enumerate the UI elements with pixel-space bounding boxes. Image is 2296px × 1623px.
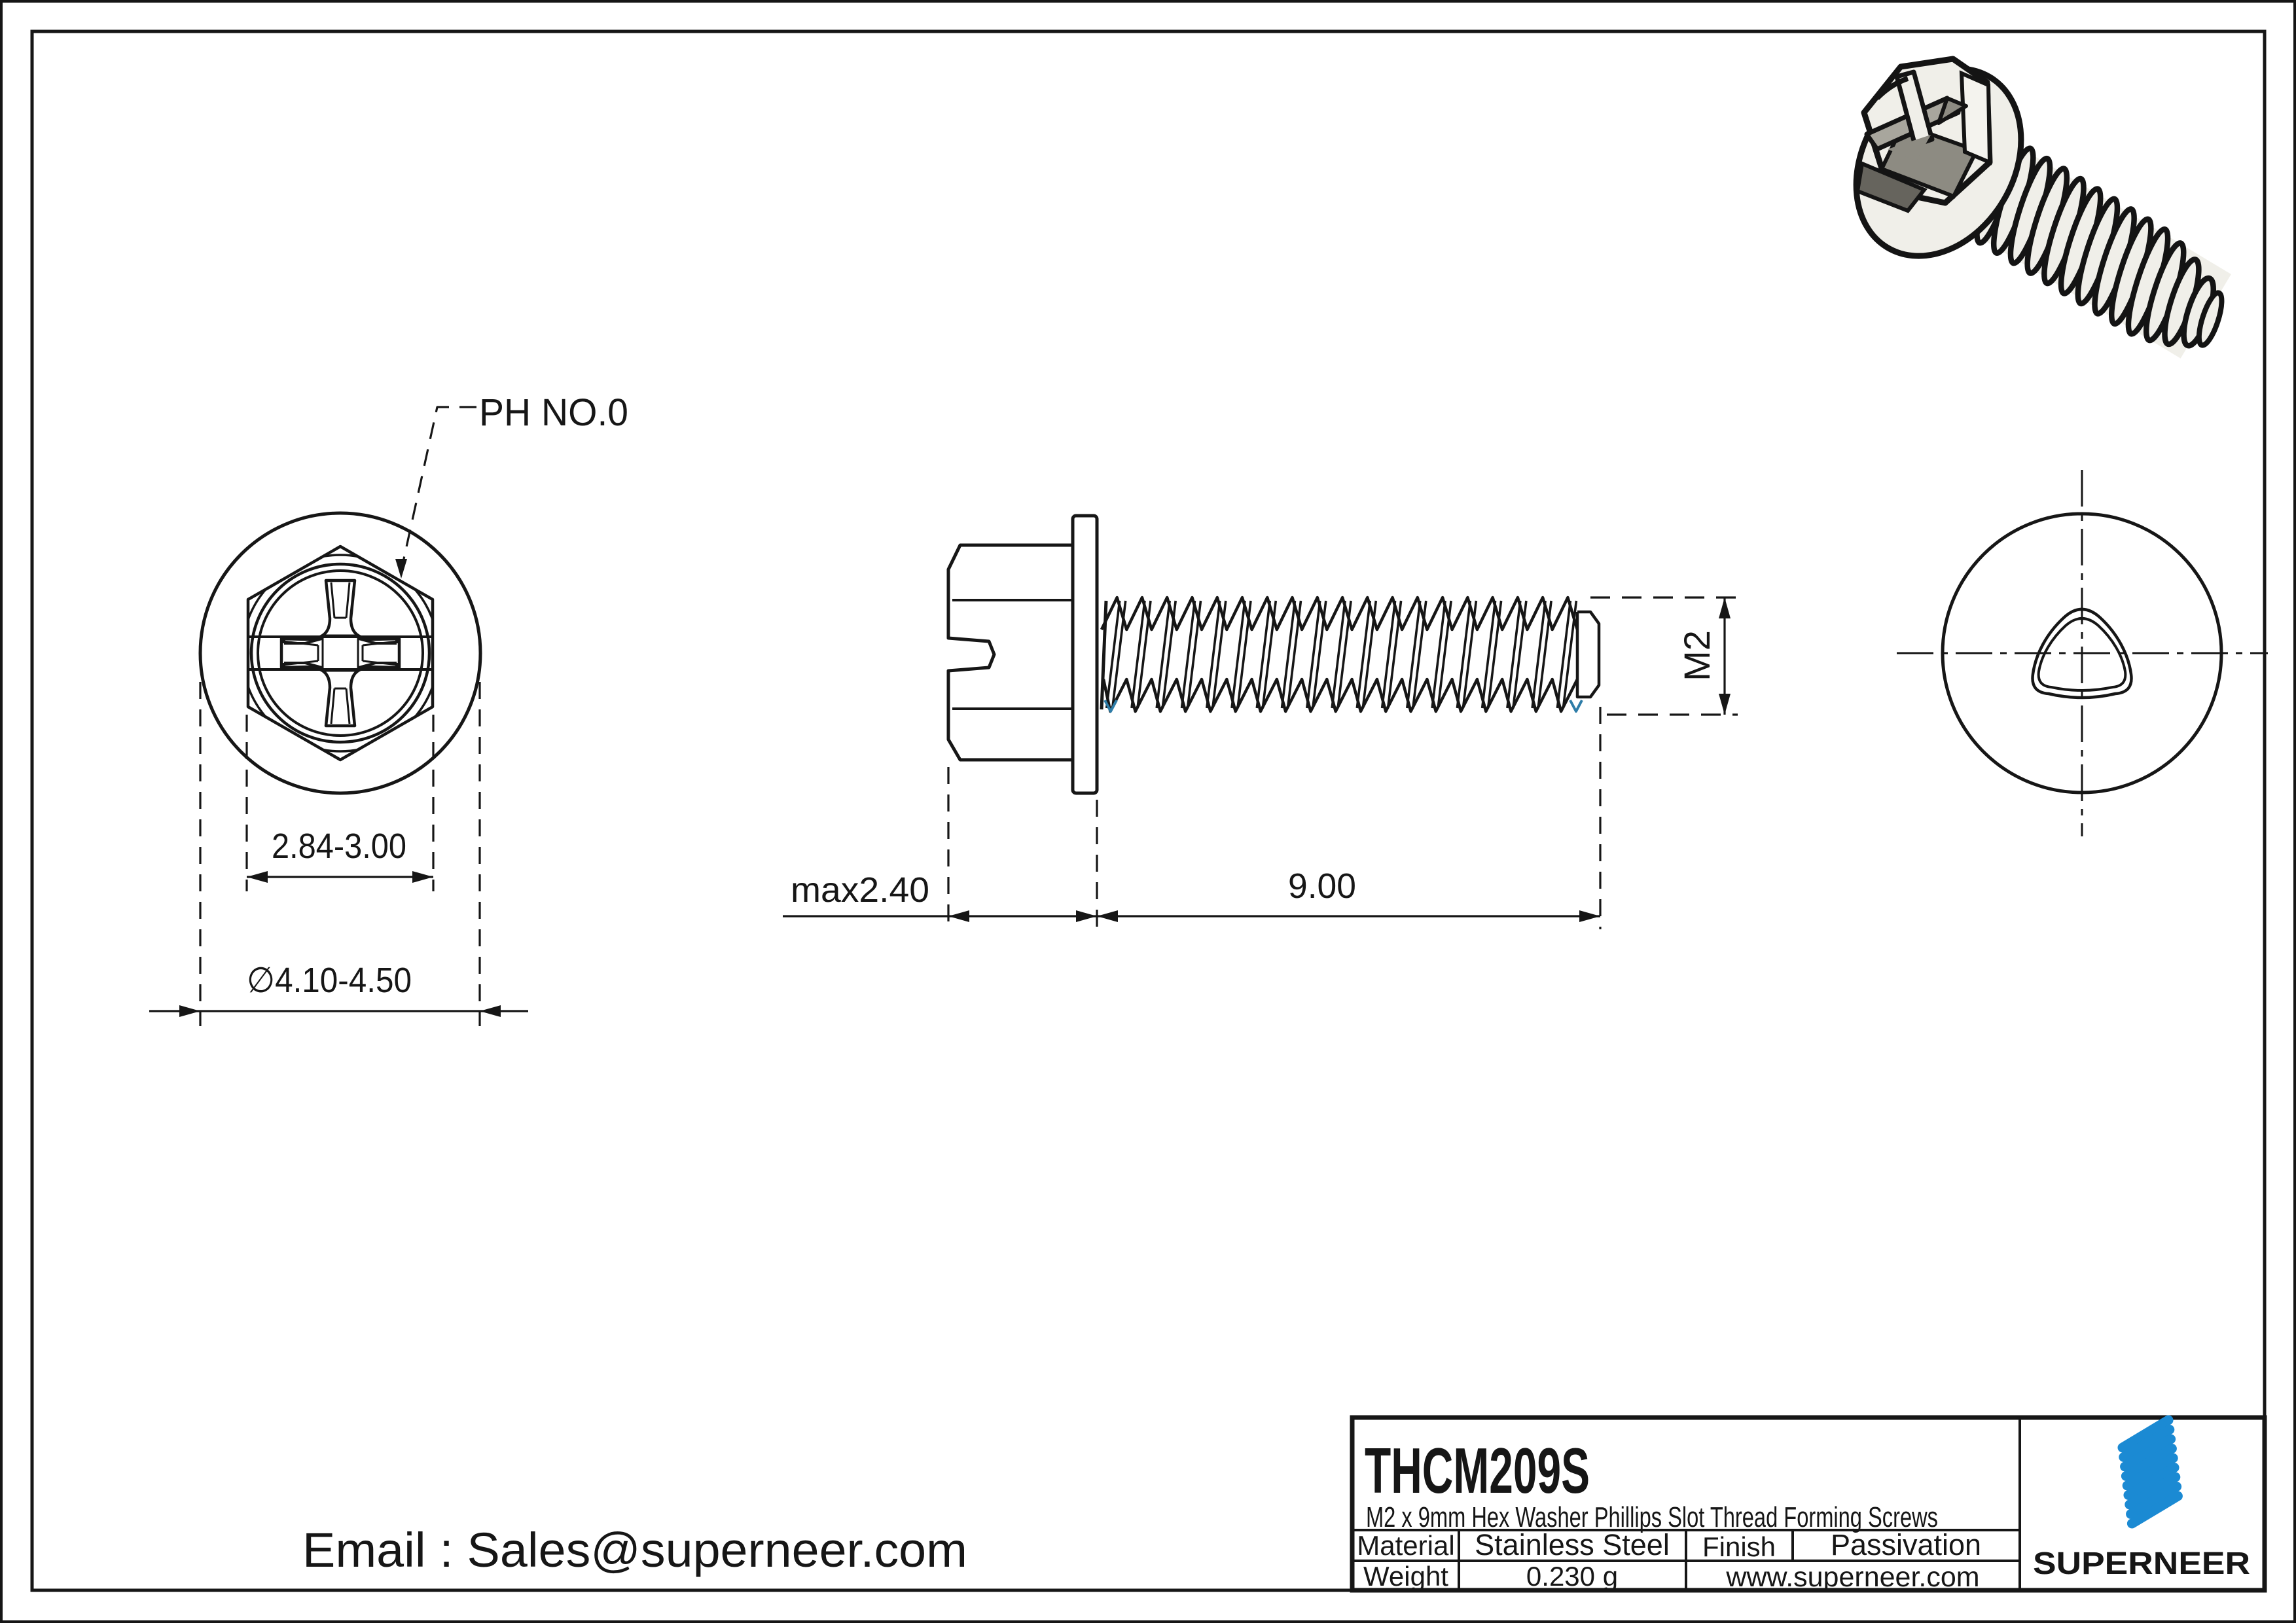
drive-leader-line [395, 406, 476, 579]
hex-outline [246, 544, 435, 762]
finish-value: Passivation [1831, 1528, 1981, 1561]
tri-lobe-mark-end [1569, 700, 1583, 713]
head-diameter-label: ∅4.10-4.50 [247, 961, 412, 1000]
brand-name: SUPERNEER [2033, 1546, 2250, 1581]
leader-arrowhead [395, 559, 407, 579]
head-diameter-dimension [149, 682, 528, 1026]
end-view-drawing [1897, 470, 2268, 836]
screw-3d-render [1853, 56, 2231, 359]
washer-outline-circle [198, 511, 482, 795]
screw-3d-hex-facet-light [1959, 70, 1992, 166]
superneer-logo-icon [2117, 1415, 2183, 1529]
trilobular-core-inner [2037, 617, 2127, 692]
recess-rim-circle [257, 569, 424, 737]
tri-lobe-mark-start [1103, 700, 1118, 713]
drive-size-label: PH NO.0 [479, 391, 628, 434]
finish-label: Finish [1702, 1531, 1776, 1562]
screw-3d-shank [1967, 135, 2231, 359]
hex-chamfer-arcs [248, 554, 433, 753]
screw-tip [1575, 610, 1601, 699]
drawing-frame [30, 29, 2267, 1592]
material-value: Stainless Steel [1475, 1528, 1670, 1561]
thread-size-dimension [1590, 596, 1738, 716]
head-width-label: 2.84-3.00 [272, 827, 406, 866]
phillips-inner-detail [282, 582, 399, 724]
trilobular-core-outer [2031, 607, 2133, 700]
contact-email: Email : Sales@superneer.com [302, 1523, 967, 1577]
material-label: Material [1357, 1530, 1454, 1561]
head-width-dimension [245, 715, 435, 891]
screw-3d-hex-facet [1878, 122, 1980, 199]
thread-length-label: 9.00 [1288, 866, 1356, 906]
washer-thickness-label: max2.40 [791, 870, 929, 910]
screw-3d-recess [1864, 69, 1968, 161]
screw-3d-hex-facet-dark [1855, 160, 1928, 213]
slot-lines [248, 635, 433, 671]
front-view-drawing [149, 406, 528, 1026]
weight-label: Weight [1363, 1561, 1448, 1592]
part-number: THCM209S [1365, 1435, 1590, 1507]
side-head-outline [946, 543, 1073, 762]
side-view-drawing [783, 514, 1738, 929]
washer-flange [1071, 514, 1099, 795]
end-view-circle [1941, 512, 2223, 794]
thread-profile [1100, 596, 1579, 713]
head-chamfer-circle [249, 562, 431, 744]
phillips-cross-outline [279, 579, 401, 728]
thread-size-label: M2 [1676, 630, 1717, 681]
part-title: M2 x 9mm Hex Washer Phillips Slot Thread… [1366, 1501, 1938, 1533]
title-block: THCM209S M2 x 9mm Hex Washer Phillips Sl… [1350, 1415, 2267, 1593]
website-link[interactable]: www.superneer.com [1725, 1561, 1979, 1593]
length-dimensions [783, 707, 1602, 929]
weight-value: 0.230 g [1526, 1561, 1618, 1592]
